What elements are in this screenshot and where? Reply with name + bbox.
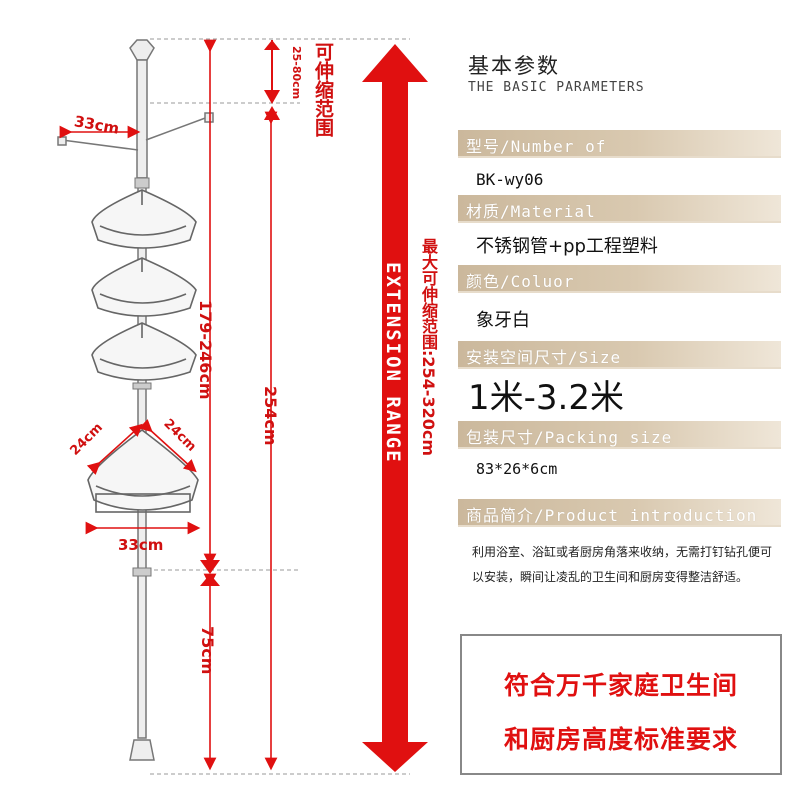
param-bar-material: 材质/Material [458, 195, 781, 223]
parameters-panel: 基本参数 THE BASIC PARAMETERS 型号/Number of B… [458, 0, 790, 796]
param-value-size: 1米-3.2米 [468, 378, 624, 418]
extension-range-arrow [362, 44, 428, 772]
shelves [87, 189, 199, 513]
param-label-model: 型号/Number of [466, 137, 607, 156]
param-bar-size: 安装空间尺寸/Size [458, 341, 781, 369]
param-bar-introduction: 商品简介/Product introduction [458, 499, 781, 527]
retract-range-label: 可伸缩范围 [312, 42, 334, 137]
product-dimension-diagram: 25-80cm 可伸缩范围 33cm 179-246cm 254cm 最大可伸缩… [57, 38, 438, 775]
product-description: 利用浴室、浴缸或者厨房角落来收纳，无需打钉钻孔便可以安装，瞬间让凌乱的卫生间和厨… [472, 545, 773, 584]
pole [129, 39, 155, 761]
param-label-introduction: 商品简介/Product introduction [466, 506, 758, 525]
height-179-246-label: 179-246cm [196, 300, 215, 400]
param-label-packing: 包装尺寸/Packing size [466, 428, 673, 447]
param-value-model: BK-wy06 [476, 170, 544, 189]
slogan-line-2: 和厨房高度标准要求 [503, 725, 738, 754]
param-value-material: 不锈钢管+pp工程塑料 [476, 236, 658, 257]
slogan-box: 符合万千家庭卫生间 和厨房高度标准要求 [460, 634, 782, 775]
bottom-height-label: 75cm [198, 626, 217, 675]
retract-range-text: 25-80cm [290, 46, 303, 100]
dimension-arrows [59, 39, 278, 771]
param-bar-model: 型号/Number of [458, 130, 781, 158]
param-bar-packing: 包装尺寸/Packing size [458, 421, 781, 449]
retract-range-arrows [200, 40, 280, 586]
extension-range-label: EXTENSION RANGE [382, 262, 404, 464]
section-subtitle: THE BASIC PARAMETERS [468, 80, 645, 95]
section-title: 基本参数 [468, 54, 560, 78]
param-value-packing: 83*26*6cm [476, 460, 558, 478]
max-range-label: 最大可伸缩范围:254-320cm [419, 238, 438, 456]
param-label-size: 安装空间尺寸/Size [466, 348, 622, 367]
param-bar-color: 颜色/Coluor [458, 265, 781, 293]
bottom-width-label: 33cm [118, 536, 164, 554]
height-254-label: 254cm [261, 386, 280, 446]
shelf-drawing [57, 38, 428, 775]
param-label-color: 颜色/Coluor [466, 272, 575, 291]
slogan-line-1: 符合万千家庭卫生间 [503, 671, 738, 700]
param-value-color: 象牙白 [476, 310, 530, 331]
param-label-material: 材质/Material [466, 202, 596, 221]
